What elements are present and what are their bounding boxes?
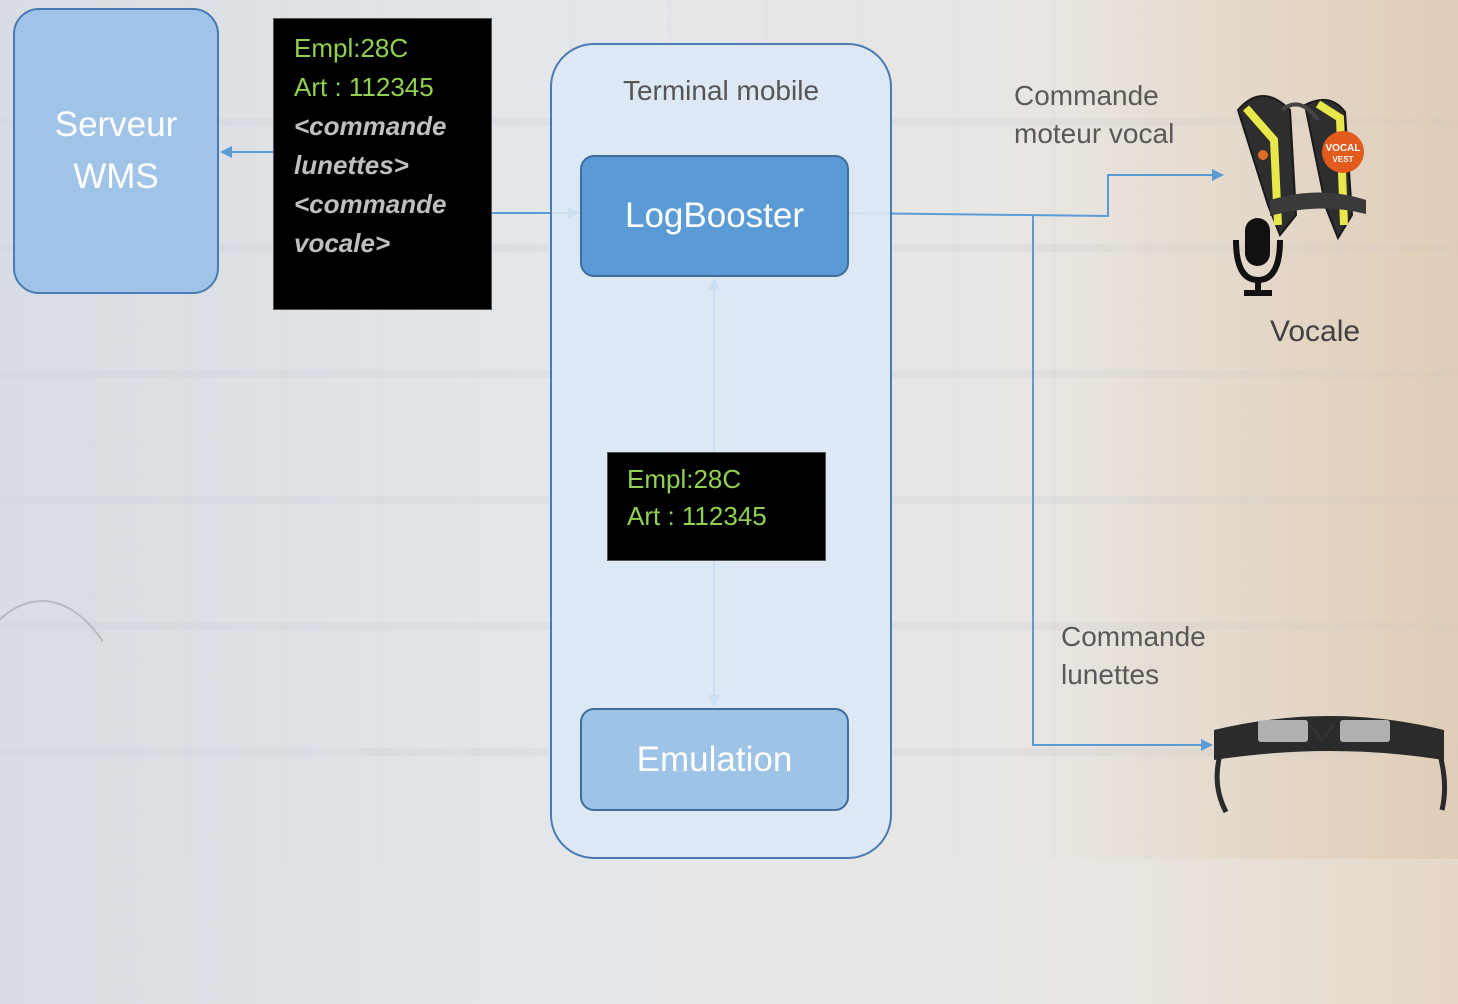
vocal-vest-illustration: VOCAL VEST (1233, 95, 1366, 296)
label-commande-lunettes-line2: lunettes (1061, 659, 1160, 690)
message-article: Art : 112345 (294, 72, 434, 102)
server-message-box: Empl:28C Art : 112345 <commande lunettes… (273, 18, 492, 310)
message-location: Empl:28C (294, 33, 409, 63)
vocal-vest-logo-line1: VOCAL (1326, 143, 1361, 154)
label-commande-lunettes: Commande lunettes (1061, 618, 1206, 694)
terminal-title: Terminal mobile (622, 75, 820, 106)
message-command-voice-2: vocale> (294, 228, 391, 258)
label-commande-moteur-line1: Commande (1014, 80, 1159, 111)
label-commande-lunettes-line1: Commande (1061, 621, 1206, 652)
logbooster-node: LogBooster (580, 155, 849, 277)
microphone-icon (1233, 218, 1283, 296)
logbooster-label: LogBooster (624, 196, 805, 235)
message-command-voice-1: <commande (294, 189, 447, 219)
label-vocale: Vocale (1270, 315, 1361, 348)
message-mid-article: Art : 112345 (627, 501, 767, 531)
connector-logbooster-to-vest (848, 169, 1224, 218)
message-command-glasses-1: <commande (294, 111, 447, 141)
smart-glasses-icon (1214, 716, 1448, 814)
connector-logbooster-to-glasses (1032, 216, 1213, 751)
vocal-vest-icon: VOCAL VEST (1236, 95, 1366, 241)
server-wms-label: Serveur WMS (54, 104, 178, 197)
smart-glasses-illustration (1214, 716, 1448, 814)
emulation-node: Emulation (580, 708, 849, 811)
label-commande-moteur-vocal: Commande moteur vocal (1014, 77, 1174, 153)
message-command-glasses-2: lunettes> (294, 150, 409, 180)
emulation-label: Emulation (636, 739, 793, 779)
emulation-message-box: Empl:28C Art : 112345 (607, 452, 826, 561)
message-mid-location: Empl:28C (627, 464, 742, 494)
label-commande-moteur-line2: moteur vocal (1014, 118, 1175, 149)
server-wms-node: Serveur WMS (13, 8, 219, 294)
vocal-vest-logo-line2: VEST (1333, 155, 1354, 164)
